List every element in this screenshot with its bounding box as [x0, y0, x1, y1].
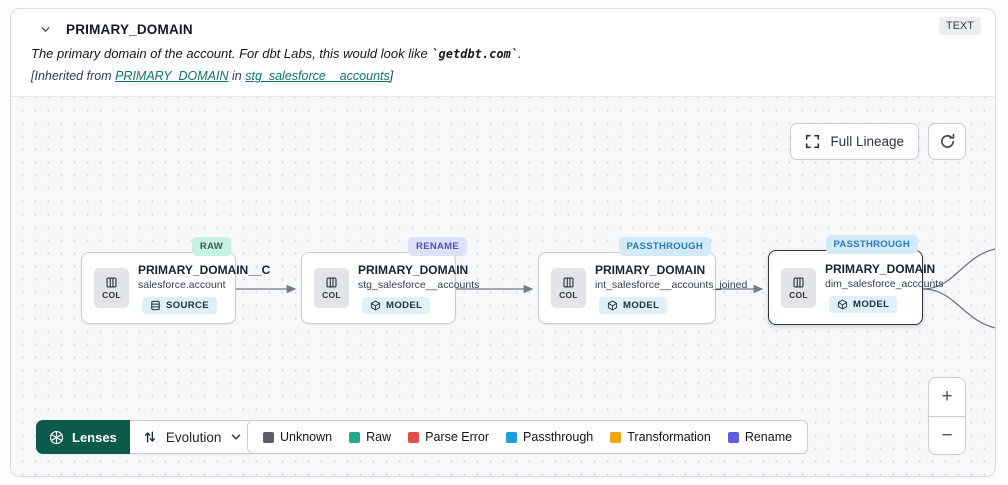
node-column-name: PRIMARY_DOMAIN [358, 262, 469, 277]
column-header: PRIMARY_DOMAIN TEXT The primary domain o… [11, 9, 995, 96]
legend-swatch [610, 431, 622, 443]
inherited-column-link[interactable]: PRIMARY_DOMAIN [115, 69, 229, 83]
node-column-name: PRIMARY_DOMAIN [595, 262, 706, 277]
lens-aperture-icon [49, 430, 64, 445]
lineage-node-salesforce-account[interactable]: RAW COL PRIMARY_DOMAIN__C salesforce.acc… [81, 237, 270, 324]
legend-swatch [727, 431, 739, 443]
inherited-model-link[interactable]: stg_salesforce__accounts [245, 69, 390, 83]
chevron-down-icon [230, 431, 242, 443]
lineage-node-int-salesforce-accounts-joined[interactable]: PASSTHROUGH COL PRIMARY_DOMAIN int_sales… [538, 237, 747, 324]
model-cube-icon [837, 299, 848, 310]
legend-item: Unknown [263, 430, 332, 444]
lens-control: Lenses Evolution [36, 420, 257, 454]
evolution-arrows-icon [143, 430, 157, 444]
evolution-type-badge: RENAME [408, 237, 467, 256]
refresh-icon [939, 133, 956, 150]
node-column-name: PRIMARY_DOMAIN [825, 262, 936, 276]
lineage-edges [236, 248, 995, 329]
model-cube-icon [607, 300, 618, 310]
column-description: The primary domain of the account. For d… [31, 46, 522, 61]
lenses-button[interactable]: Lenses [36, 420, 130, 454]
legend-swatch [263, 431, 274, 443]
col-label: COL [322, 290, 341, 300]
resource-type-badge: MODEL [829, 296, 898, 313]
evolution-type-badge: PASSTHROUGH [618, 237, 711, 256]
collapse-chevron-icon[interactable] [40, 24, 51, 35]
node-column-name: PRIMARY_DOMAIN__C [138, 262, 271, 277]
legend-item: Passthrough [506, 430, 593, 444]
node-model-name: stg_salesforce__accounts [358, 278, 480, 291]
full-lineage-label: Full Lineage [830, 134, 904, 149]
model-cube-icon [370, 300, 381, 310]
selected-lens-label: Evolution [165, 429, 222, 445]
legend-item: Transformation [610, 430, 711, 444]
legend-item: Parse Error [408, 430, 489, 444]
lineage-canvas[interactable]: Full Lineage RAW COL PRIMARY_DOMAIN__C s… [11, 96, 995, 476]
column-lineage-panel: PRIMARY_DOMAIN TEXT The primary domain o… [10, 8, 996, 477]
lineage-node-stg-salesforce-accounts[interactable]: RENAME COL PRIMARY_DOMAIN stg_salesforce… [301, 237, 479, 324]
resource-type-badge: MODEL [362, 296, 431, 314]
inherited-from-note: [Inherited from PRIMARY_DOMAIN in stg_sa… [31, 69, 394, 83]
legend-swatch [408, 431, 420, 443]
column-title: PRIMARY_DOMAIN [66, 22, 193, 37]
zoom-out-button[interactable]: − [929, 416, 965, 454]
source-icon [151, 300, 160, 310]
col-label: COL [789, 289, 808, 300]
node-model-name: int_salesforce__accounts_joined [595, 278, 748, 291]
evolution-type-badge: RAW [191, 237, 231, 256]
column-type-icon: COL [314, 268, 349, 308]
col-label: COL [559, 290, 578, 300]
refresh-button[interactable] [928, 123, 966, 160]
legend-swatch [349, 431, 361, 443]
col-label: COL [102, 290, 121, 300]
legend-swatch [506, 431, 518, 443]
full-lineage-button[interactable]: Full Lineage [790, 123, 919, 160]
resource-type-badge: MODEL [599, 296, 668, 314]
evolution-legend: Unknown Raw Parse Error Passthrough Tran… [247, 420, 809, 454]
evolution-type-badge: PASSTHROUGH [825, 235, 918, 254]
inline-code: `getdbt.com` [431, 47, 519, 61]
column-type-icon: COL [94, 268, 129, 308]
legend-item: Raw [349, 430, 391, 444]
lineage-node-dim-salesforce-accounts[interactable]: PASSTHROUGH COL PRIMARY_DOMAIN dim_sales… [768, 235, 943, 325]
zoom-in-button[interactable]: + [941, 386, 953, 407]
node-model-name: dim_salesforce_accounts [825, 278, 944, 290]
column-type-badge: TEXT [938, 17, 981, 35]
lens-selector-dropdown[interactable]: Evolution [129, 420, 257, 454]
resource-type-badge: SOURCE [142, 296, 218, 314]
column-type-icon: COL [781, 267, 816, 308]
expand-icon [805, 134, 820, 149]
zoom-control: + − [928, 377, 966, 455]
legend-item: Rename [727, 430, 792, 444]
column-type-icon: COL [551, 268, 586, 308]
lenses-label: Lenses [72, 429, 117, 445]
node-model-name: salesforce.account [138, 278, 226, 291]
